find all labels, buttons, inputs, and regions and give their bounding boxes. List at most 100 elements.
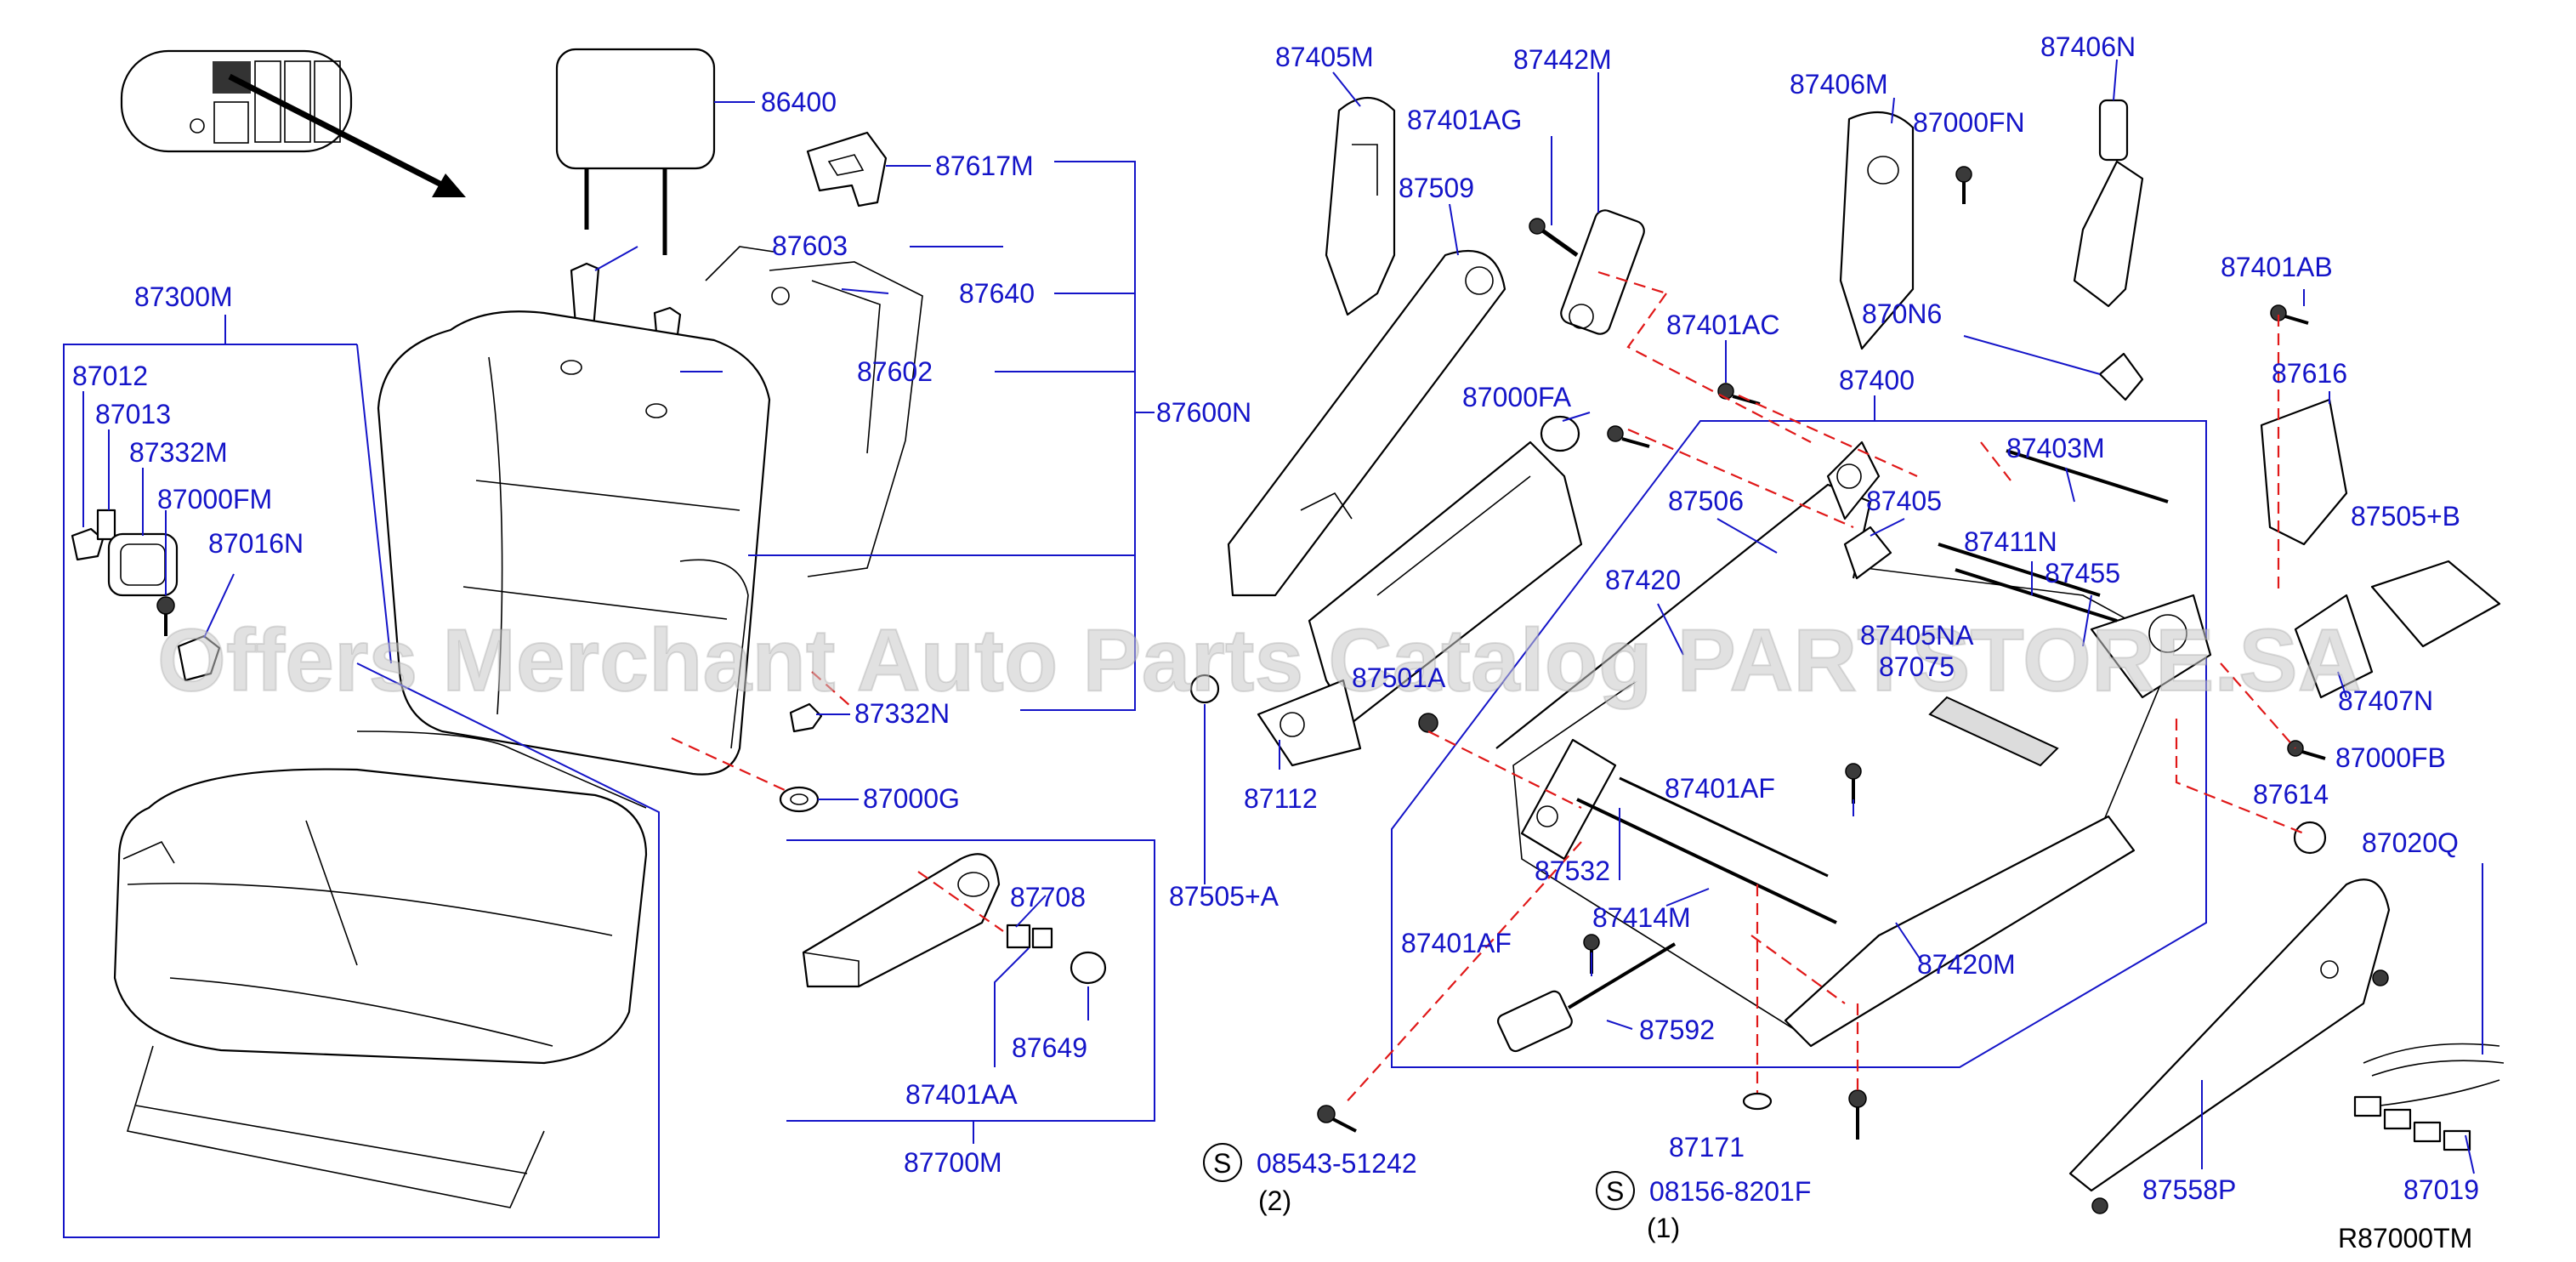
- label-87592: 87592: [1639, 1015, 1715, 1045]
- label-87602: 87602: [857, 356, 933, 387]
- label-87708: 87708: [1010, 882, 1086, 912]
- seatback-frame-part: [705, 246, 923, 577]
- label-87013: 87013: [95, 399, 171, 429]
- motor-87592-part: [1496, 942, 1677, 1053]
- label-87400: 87400: [1839, 365, 1915, 395]
- clip-87013-part: [96, 509, 116, 541]
- label-87700M: 87700M: [904, 1147, 1002, 1178]
- std-symbol-2: S: [1606, 1176, 1624, 1207]
- bolt-08156-part: [1848, 1089, 1867, 1140]
- label-87411N: 87411N: [1964, 526, 2057, 557]
- label-87405NA: 87405NA: [1860, 620, 1974, 651]
- label-87509: 87509: [1399, 173, 1474, 203]
- std-part-08156: S 08156-8201F (1): [1596, 1171, 1811, 1243]
- label-87414M: 87414M: [1592, 902, 1691, 933]
- label-87012: 87012: [72, 361, 148, 391]
- std-qty-1: (2): [1258, 1185, 1291, 1216]
- label-87532: 87532: [1535, 856, 1610, 886]
- std-part-08543: S 08543-51242 (2): [1203, 1143, 1417, 1216]
- screw-87000fm-part: [156, 596, 175, 636]
- seatback-cushion-part: [377, 310, 771, 776]
- label-87442M: 87442M: [1513, 44, 1612, 75]
- label-87406N: 87406N: [2040, 31, 2136, 62]
- washer-87505a-part: [1189, 674, 1220, 704]
- label-87000FB: 87000FB: [2335, 742, 2446, 773]
- label-86400: 86400: [761, 87, 837, 117]
- label-87300M: 87300M: [134, 281, 233, 312]
- screw-87000fb-part: [2287, 740, 2326, 760]
- bolt-87401ag-part: [1529, 218, 1579, 258]
- ref-code: R87000TM: [2338, 1223, 2472, 1253]
- label-87420: 87420: [1605, 565, 1681, 595]
- label-87016N: 87016N: [208, 528, 304, 559]
- motor-87442m-part: [1560, 209, 1645, 335]
- bolt-08543-part: [1317, 1105, 1357, 1133]
- seat-frame-part: [1495, 441, 2212, 1048]
- label-87332M: 87332M: [129, 437, 228, 468]
- label-87405M: 87405M: [1275, 42, 1374, 72]
- label-87600N: 87600N: [1156, 397, 1251, 428]
- knob-87016n-part: [177, 634, 221, 682]
- clip-87332n-part: [789, 702, 823, 733]
- bolt-87401ab-part: [2270, 304, 2309, 325]
- seat-cushion-part: [113, 730, 648, 1208]
- label-87614: 87614: [2253, 779, 2329, 810]
- rod-87403m-part: [2006, 449, 2169, 503]
- label-87000FN: 87000FN: [1913, 107, 2025, 138]
- harness-87019-part: [2353, 1079, 2500, 1151]
- recliner-87509-part: [1227, 249, 1506, 597]
- label-87112: 87112: [1244, 783, 1318, 814]
- vehicle-locator-icon: [120, 49, 466, 197]
- label-87501A: 87501A: [1352, 662, 1446, 693]
- std-symbol-1: S: [1213, 1148, 1231, 1179]
- std-number-1: 08543-51242: [1257, 1148, 1417, 1179]
- label-87401AF-a: 87401AF: [1665, 773, 1775, 804]
- screw-87558p-part: [2091, 969, 2389, 1214]
- bolt-87401ac-part: [1607, 383, 1761, 448]
- frame-87400-group: [1391, 420, 2207, 1068]
- label-87000FA: 87000FA: [1462, 382, 1572, 412]
- cover-87112-part: [1257, 679, 1362, 767]
- label-87640: 87640: [959, 278, 1035, 309]
- armrest-part: [802, 853, 1001, 988]
- cap-87614-part: [2293, 821, 2327, 855]
- label-87407N: 87407N: [2338, 685, 2433, 716]
- label-87019: 87019: [2403, 1174, 2479, 1205]
- cover-87505b-part: [2370, 560, 2501, 648]
- label-87332N: 87332N: [854, 698, 950, 729]
- label-87558P: 87558P: [2142, 1174, 2236, 1205]
- assembly-dash-lines: [671, 270, 2305, 1106]
- bracket-87616-part: [2260, 398, 2348, 546]
- bracket-87501a-part: [1308, 441, 1583, 725]
- label-870N6: 870N6: [1862, 298, 1942, 329]
- shield-87406n-part: [2073, 99, 2144, 308]
- std-number-2: 08156-8201F: [1649, 1176, 1811, 1207]
- headrest-part: [555, 48, 716, 255]
- label-87506: 87506: [1668, 486, 1744, 516]
- clip-87617m-part: [806, 131, 888, 207]
- clip-870n6-part: [2098, 352, 2144, 401]
- rods-87411n-part: [1938, 543, 2118, 622]
- washer-87000g-part: [779, 786, 820, 813]
- cover-87407n-part: [2294, 594, 2374, 699]
- cap-87649-part: [1070, 951, 1107, 985]
- label-87455: 87455: [2045, 558, 2120, 588]
- label-87000G: 87000G: [863, 783, 960, 814]
- label-87649: 87649: [1012, 1032, 1087, 1063]
- label-87617M: 87617M: [935, 151, 1034, 181]
- shield-87406m-part: [1839, 111, 1915, 350]
- leader-lines: [63, 59, 2483, 1238]
- shield-87405m-part: [1325, 97, 1396, 316]
- label-87420M: 87420M: [1917, 949, 2016, 980]
- label-87401AF-b: 87401AF: [1401, 928, 1512, 958]
- spring-87405-part: [1843, 526, 1892, 580]
- nut-1710-part: [1418, 713, 1438, 733]
- label-87603: 87603: [772, 230, 848, 261]
- label-87020Q: 87020Q: [2362, 827, 2459, 858]
- part-labels: 86400 87617M 87603 87640 87602 87600N 87…: [72, 31, 2479, 1205]
- label-87075: 87075: [1879, 651, 1955, 682]
- label-87171: 87171: [1669, 1132, 1745, 1163]
- label-87401AA: 87401AA: [905, 1079, 1018, 1110]
- label-87000FM: 87000FM: [157, 484, 272, 514]
